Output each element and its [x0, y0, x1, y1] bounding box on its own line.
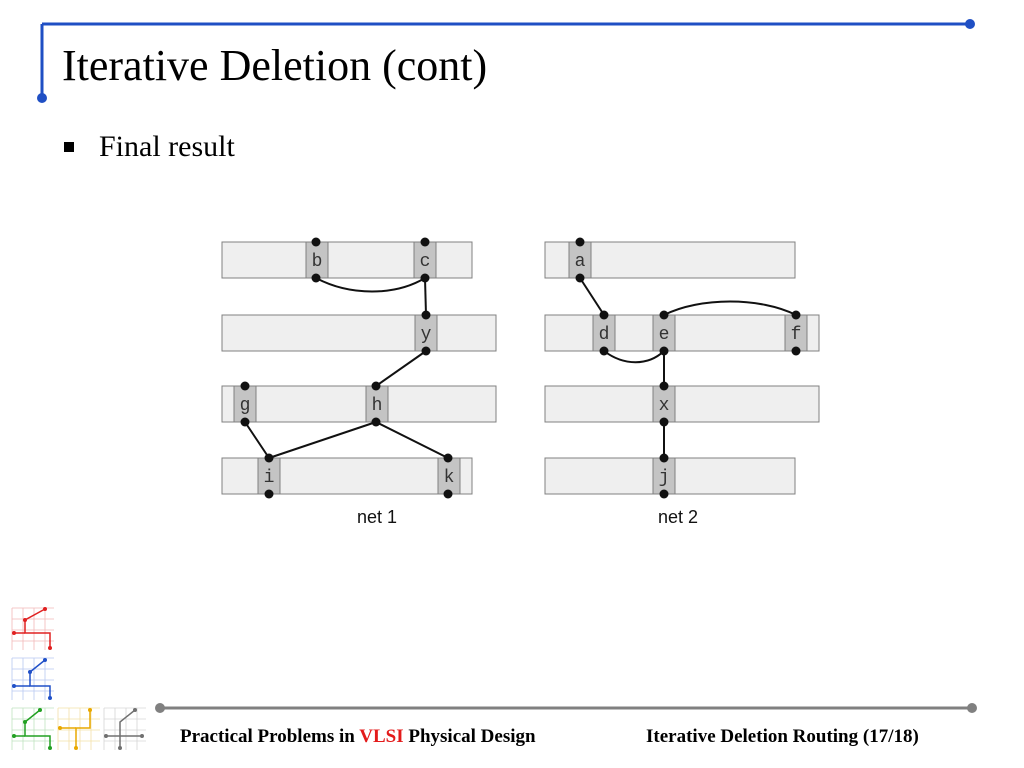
pin-a-bottom: [575, 273, 585, 283]
pin-c-bottom: [420, 273, 430, 283]
label-c: c: [420, 252, 431, 272]
label-j: j: [659, 468, 670, 488]
gray-grid-route-icon: [103, 707, 146, 750]
pin-e-bottom: [659, 346, 669, 356]
label-g: g: [240, 396, 251, 416]
pin-f-top: [791, 310, 801, 320]
wire-b-c: [315, 277, 426, 293]
bullet-text: Final result: [99, 130, 235, 163]
label-k: k: [444, 468, 455, 488]
label-d: d: [599, 325, 610, 345]
top-rule-end-dot: [965, 19, 975, 29]
wire-a-d: [579, 277, 605, 316]
footer-vlsi: VLSI: [359, 726, 404, 747]
pin-j-top: [659, 453, 669, 463]
label-h: h: [372, 396, 383, 416]
footer-course-title: Practical Problems in VLSI Physical Desi…: [180, 726, 536, 748]
pin-h-bottom: [371, 417, 381, 427]
wire-y-h: [375, 350, 427, 387]
pin-b-bottom: [311, 273, 321, 283]
net2-caption: net 2: [658, 507, 698, 527]
footer-rule-right-dot: [967, 703, 977, 713]
pin-x-bottom: [659, 417, 669, 427]
pin-e-top: [659, 310, 669, 320]
footer-slide-info: Iterative Deletion Routing (17/18): [646, 726, 919, 747]
label-x: x: [659, 396, 670, 416]
pin-g-bottom: [240, 417, 250, 427]
pin-f-bottom: [791, 346, 801, 356]
wire-h-i: [268, 421, 377, 459]
wire-h-k: [375, 421, 449, 459]
wire-g-i: [244, 421, 270, 459]
footer-rule-left-dot: [155, 703, 165, 713]
label-b: b: [312, 252, 323, 272]
green-grid-route-icon: [11, 707, 54, 750]
wire-d-e: [603, 350, 665, 364]
label-i: i: [264, 468, 275, 488]
pin-x-top: [659, 381, 669, 391]
blue-grid-route-icon: [11, 657, 54, 700]
label-f: f: [791, 325, 802, 345]
pin-a-top: [575, 237, 585, 247]
row-net2-3: [544, 385, 820, 423]
pin-d-top: [599, 310, 609, 320]
pin-i-top: [264, 453, 274, 463]
label-e: e: [659, 325, 670, 345]
pin-y-top: [421, 310, 431, 320]
bullet-square-icon: [64, 142, 74, 152]
pin-k-bottom: [443, 489, 453, 499]
pin-g-top: [240, 381, 250, 391]
net1-caption: net 1: [357, 507, 397, 527]
pin-c-top: [420, 237, 430, 247]
label-a: a: [575, 252, 586, 272]
pin-y-bottom: [421, 346, 431, 356]
pin-i-bottom: [264, 489, 274, 499]
yellow-grid-route-icon: [57, 707, 100, 750]
pin-j-bottom: [659, 489, 669, 499]
wire-c-y: [424, 277, 427, 316]
pin-h-top: [371, 381, 381, 391]
row-net2-2: [544, 314, 820, 352]
slide-title: Iterative Deletion (cont): [62, 41, 488, 90]
red-grid-route-icon: [11, 607, 54, 650]
left-rule-end-dot: [37, 93, 47, 103]
row-net1-2: [221, 314, 497, 352]
pin-d-bottom: [599, 346, 609, 356]
label-y: y: [421, 325, 432, 345]
wire-e-f: [663, 300, 797, 316]
pin-b-top: [311, 237, 321, 247]
pin-k-top: [443, 453, 453, 463]
footer-suffix: Physical Design: [403, 726, 536, 747]
bullet-item: Final result: [64, 130, 235, 164]
row-net1-3: [221, 385, 497, 423]
footer-prefix: Practical Problems in: [180, 726, 360, 747]
